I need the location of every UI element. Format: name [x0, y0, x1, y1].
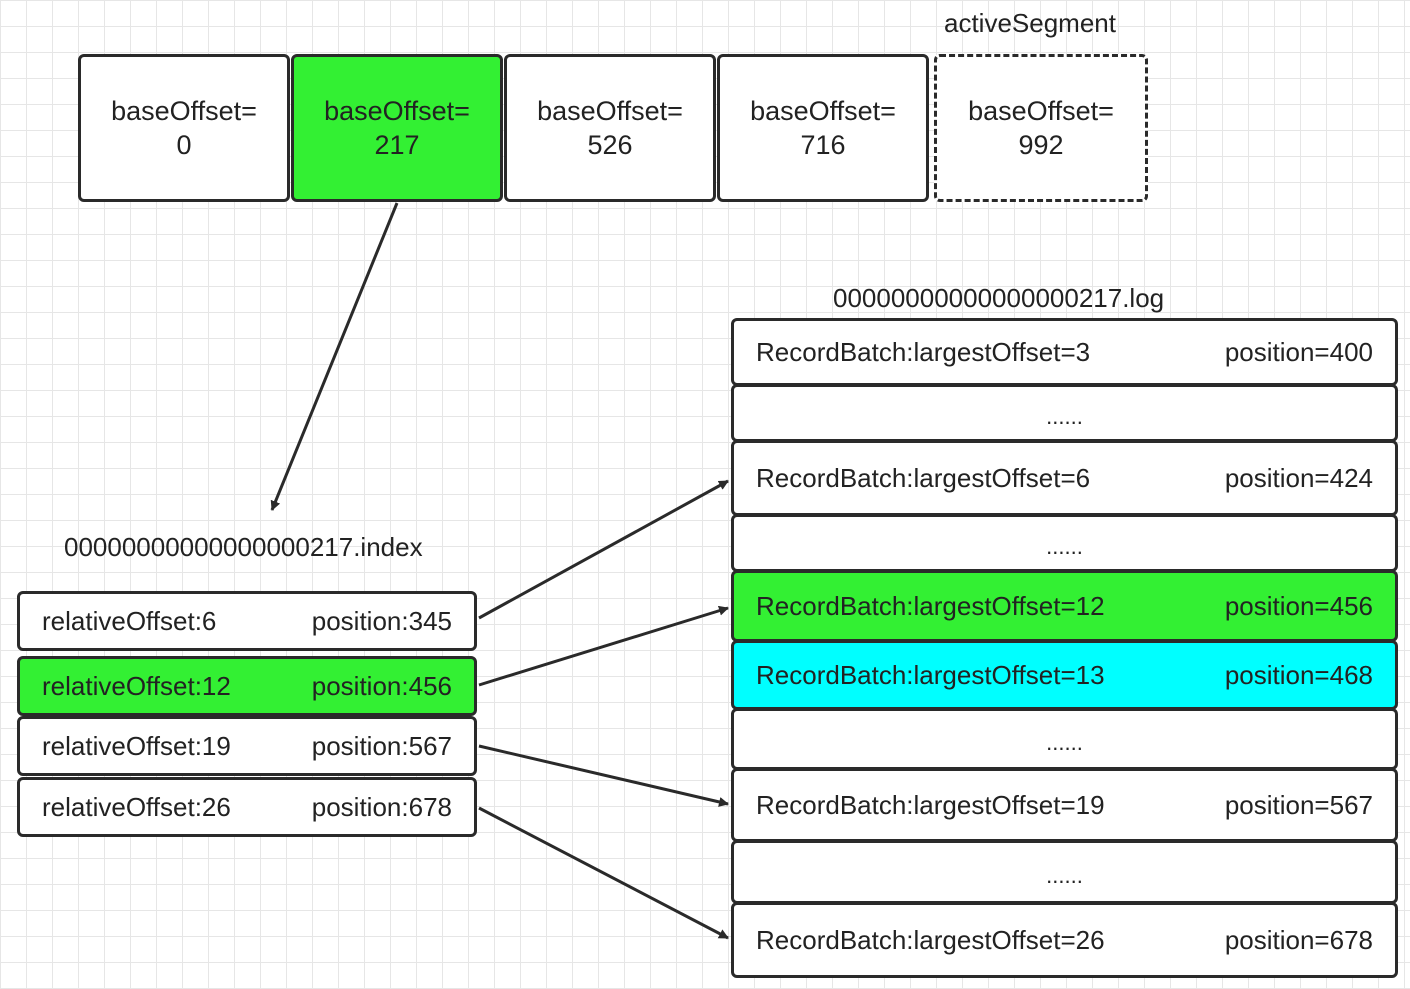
log-record-batch: RecordBatch:largestOffset=26 position=67…: [731, 902, 1398, 978]
segment-box-0: baseOffset= 0: [78, 54, 290, 202]
log-record-batch-highlighted: RecordBatch:largestOffset=12 position=45…: [731, 570, 1398, 642]
log-position: position=468: [1224, 659, 1373, 690]
segment-value: 0: [176, 130, 192, 160]
log-position: position=424: [1224, 462, 1373, 493]
log-batch-label: RecordBatch:largestOffset=19: [756, 789, 1105, 820]
segment-box-526: baseOffset= 526: [504, 54, 716, 202]
log-ellipsis-row: ......: [731, 708, 1398, 770]
ellipsis: ......: [1046, 534, 1083, 559]
arrow-index-26-to-log: [478, 806, 729, 940]
index-position: position:345: [311, 605, 452, 636]
index-relative-offset: relativeOffset:19: [42, 730, 231, 761]
log-batch-label: RecordBatch:largestOffset=12: [756, 590, 1105, 621]
arrow-index-6-to-log: [478, 479, 729, 620]
segment-box-active-992: baseOffset= 992: [934, 54, 1148, 202]
log-record-batch-next: RecordBatch:largestOffset=13 position=46…: [731, 640, 1398, 710]
index-entry-highlighted: relativeOffset:12 position:456: [17, 656, 477, 716]
index-position: position:567: [311, 730, 452, 761]
arrow-index-12-to-log: [478, 605, 729, 687]
index-position: position:678: [311, 791, 452, 822]
segment-value: 217: [374, 130, 420, 160]
log-record-batch: RecordBatch:largestOffset=19 position=56…: [731, 768, 1398, 842]
index-entry: relativeOffset:6 position:345: [17, 591, 477, 651]
log-position: position=678: [1224, 924, 1373, 955]
log-position: position=400: [1224, 336, 1373, 367]
log-batch-label: RecordBatch:largestOffset=3: [756, 336, 1091, 367]
log-filename: 00000000000000000217.log: [833, 283, 1165, 313]
index-relative-offset: relativeOffset:26: [42, 791, 231, 822]
log-record-batch: RecordBatch:largestOffset=6 position=424: [731, 440, 1398, 516]
segment-prefix: baseOffset=: [111, 96, 257, 126]
log-batch-label: RecordBatch:largestOffset=26: [756, 924, 1105, 955]
segment-value: 992: [1018, 130, 1064, 160]
ellipsis: ......: [1046, 730, 1083, 755]
segment-box-217: baseOffset= 217: [291, 54, 503, 202]
log-batch-label: RecordBatch:largestOffset=6: [756, 462, 1091, 493]
index-relative-offset: relativeOffset:6: [42, 605, 217, 636]
index-entry: relativeOffset:26 position:678: [17, 777, 477, 837]
index-entry: relativeOffset:19 position:567: [17, 716, 477, 776]
segment-prefix: baseOffset=: [750, 96, 896, 126]
log-position: position=567: [1224, 789, 1373, 820]
ellipsis: ......: [1046, 863, 1083, 888]
segment-prefix: baseOffset=: [324, 96, 470, 126]
arrow-index-19-to-log: [478, 744, 729, 807]
index-filename: 00000000000000000217.index: [64, 532, 423, 562]
segment-prefix: baseOffset=: [968, 96, 1114, 126]
active-segment-label: activeSegment: [944, 8, 1116, 38]
log-position: position=456: [1224, 590, 1373, 621]
log-batch-label: RecordBatch:largestOffset=13: [756, 659, 1105, 690]
index-position: position:456: [311, 670, 452, 701]
segment-box-716: baseOffset= 716: [717, 54, 929, 202]
arrow-segment-to-index: [270, 202, 399, 511]
segment-prefix: baseOffset=: [537, 96, 683, 126]
ellipsis: ......: [1046, 404, 1083, 429]
index-relative-offset: relativeOffset:12: [42, 670, 231, 701]
segment-value: 716: [800, 130, 846, 160]
segment-value: 526: [587, 130, 633, 160]
